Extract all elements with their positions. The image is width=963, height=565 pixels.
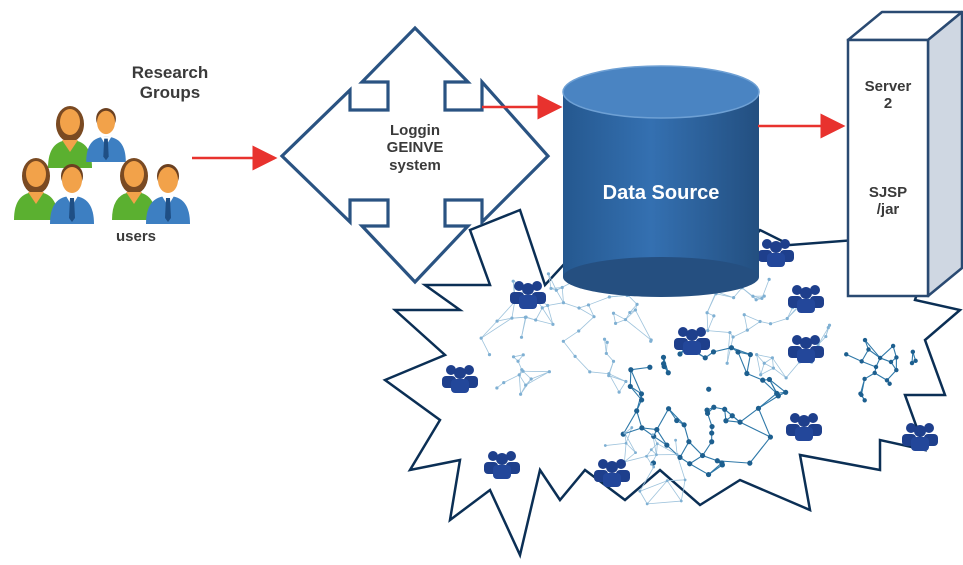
users-label: users [96,228,176,245]
server-box [848,12,962,296]
server-tech-label: SJSP /jar [852,184,924,219]
users-group-icon [14,106,190,224]
research-groups-label: Research Groups [110,63,230,102]
data-source-label: Data Source [575,182,747,205]
server-name-label: Server 2 [852,78,924,113]
login-system-label: Loggin GEINVE system [368,122,462,174]
